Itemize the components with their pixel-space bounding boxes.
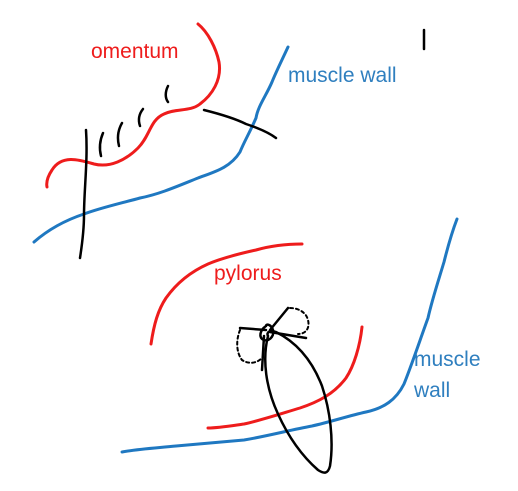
purse-string-tail-4	[260, 334, 266, 372]
pylorus-curve-upper	[149, 242, 304, 346]
purse-string-loop-left	[263, 329, 333, 474]
purse-string-tail-2	[268, 306, 290, 332]
muscle-wall-label-bottom-line2: wall	[414, 379, 451, 402]
purse-string-tail-3	[268, 330, 308, 340]
suture-stitch-1	[98, 131, 105, 158]
dotted-loop-left	[236, 329, 263, 364]
pylorus-curve-lower	[206, 325, 364, 430]
pylorus-label: pylorus	[214, 262, 282, 285]
muscle-wall-label-bottom-line1: muscle	[414, 348, 481, 371]
purse-string-tail-1	[238, 326, 268, 332]
suture-stitch-4	[164, 84, 170, 104]
suture-stitch-3	[137, 107, 145, 128]
suture-line-vertical	[78, 128, 88, 260]
suture-line-horizontal	[202, 108, 278, 140]
purse-string-knot	[259, 323, 275, 342]
omentum-curve-top	[45, 22, 222, 189]
suture-stitch-2	[116, 121, 124, 148]
omentum-label: omentum	[91, 40, 179, 63]
dotted-loop-right	[289, 307, 310, 335]
muscle-wall-curve-bottom	[120, 217, 459, 454]
muscle-wall-label-top: muscle wall	[288, 64, 397, 87]
muscle-wall-curve-top	[32, 45, 290, 244]
